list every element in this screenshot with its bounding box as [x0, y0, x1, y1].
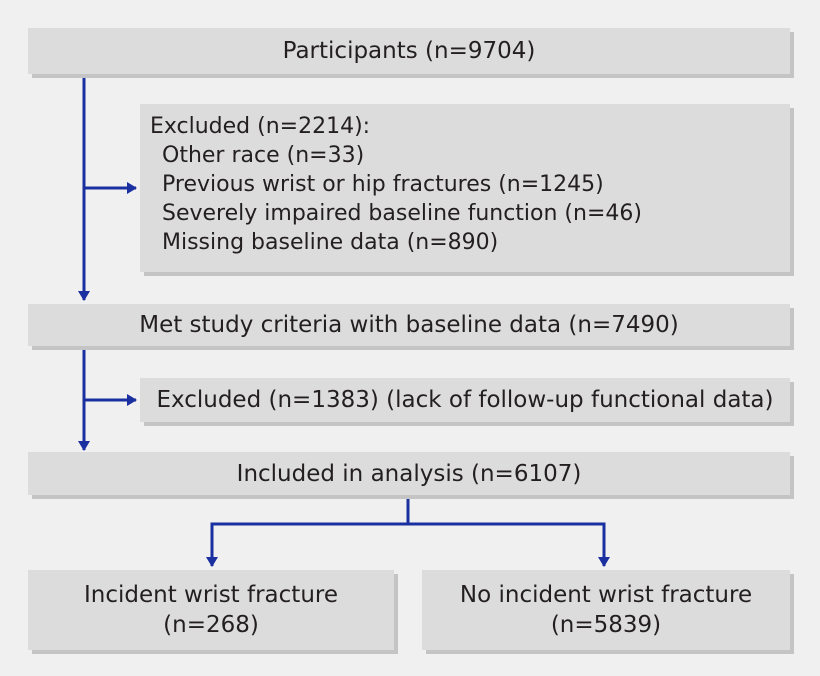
- participants-label: Participants (n=9704): [282, 38, 536, 64]
- excluded-2-label: Excluded (n=1383) (lack of follow-up fun…: [156, 387, 774, 413]
- met-criteria-label: Met study criteria with baseline data (n…: [139, 312, 679, 338]
- excluded-1-item: Missing baseline data (n=890): [162, 230, 499, 255]
- included-box: Included in analysis (n=6107): [28, 452, 790, 495]
- excluded-1-item: Previous wrist or hip fractures (n=1245): [162, 172, 604, 197]
- no-incident-fracture-label: No incident wrist fracture: [459, 582, 753, 608]
- excluded-1-item: Severely impaired baseline function (n=4…: [162, 201, 642, 226]
- met-criteria-box: Met study criteria with baseline data (n…: [28, 304, 790, 346]
- excluded-1-heading: Excluded (n=2214):: [150, 114, 371, 139]
- included-label: Included in analysis (n=6107): [236, 460, 582, 487]
- incident-fracture-count: (n=268): [163, 612, 259, 638]
- excluded-1-item: Other race (n=33): [162, 143, 365, 168]
- arrow-included-split-right: [408, 522, 610, 567]
- no-incident-fracture-count: (n=5839): [550, 612, 662, 638]
- no-incident-fracture-box: No incident wrist fracture (n=5839): [422, 570, 790, 650]
- excluded-box-1: Excluded (n=2214): Other race (n=33) Pre…: [140, 104, 790, 272]
- excluded-box-2: Excluded (n=1383) (lack of follow-up fun…: [140, 378, 790, 422]
- participants-box: Participants (n=9704): [28, 28, 790, 74]
- incident-fracture-box: Incident wrist fracture (n=268): [28, 570, 394, 650]
- incident-fracture-label: Incident wrist fracture: [83, 582, 338, 608]
- arrow-included-split: [206, 495, 410, 567]
